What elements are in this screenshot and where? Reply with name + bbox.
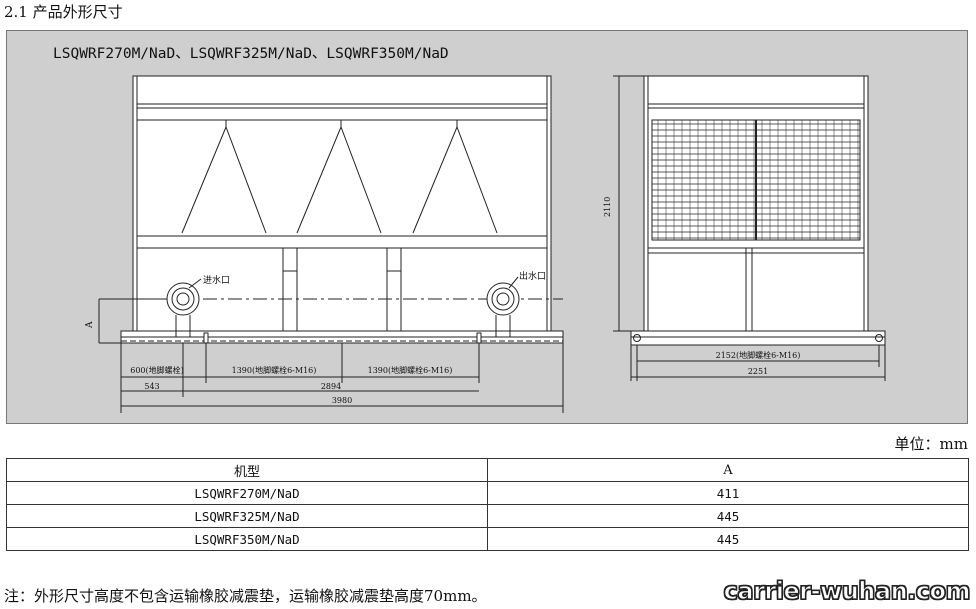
dim-2152-label: 2152(地脚螺栓6-M16) (716, 350, 801, 360)
dim-2251-label: 2251 (748, 367, 768, 376)
header-a: A (487, 458, 969, 482)
table-header-row: 机型 A (6, 458, 969, 482)
dimension-drawing: LSQWRF270M/NaD、LSQWRF325M/NaD、LSQWRF350M… (6, 30, 968, 424)
dim-a-label: A (85, 321, 95, 329)
unit-label: 单位：mm (894, 435, 968, 453)
dim-2110-label: 2110 (603, 197, 612, 217)
watermark-logo: carrier-wuhan.com (723, 576, 971, 605)
model-dimension-table: 机型 A LSQWRF270M/NaD 411 LSQWRF325M/NaD 4… (6, 458, 969, 551)
header-model: 机型 (6, 458, 488, 482)
dim-543-label: 543 (144, 382, 159, 391)
cell-a: 411 (487, 481, 969, 505)
dim-1390-right-label: 1390(地脚螺栓6-M16) (368, 365, 453, 375)
inlet-pipe-icon (166, 278, 202, 337)
dim-2894-label: 2894 (321, 382, 341, 391)
dim-1390-left-label: 1390(地脚螺栓6-M16) (232, 365, 317, 375)
cell-model: LSQWRF270M/NaD (6, 481, 488, 505)
inlet-label: 进水口 (203, 274, 230, 286)
outlet-label: 出水口 (519, 270, 546, 282)
front-view (98, 75, 564, 413)
cell-a: 445 (487, 527, 969, 551)
table-row: LSQWRF270M/NaD 411 (6, 481, 969, 505)
footnote: 注：外形尺寸高度不包含运输橡胶减震垫，运输橡胶减震垫高度70mm。 (4, 587, 487, 605)
dim-3980-label: 3980 (332, 396, 352, 405)
dim-600-label: 600(地脚螺栓) (130, 365, 184, 375)
cell-model: LSQWRF325M/NaD (6, 504, 488, 528)
outlet-pipe-icon (486, 276, 520, 337)
cell-a: 445 (487, 504, 969, 528)
louvre-grille (652, 120, 860, 240)
table-row: LSQWRF350M/NaD 445 (6, 527, 969, 551)
dimension-drawing-svg: LSQWRF270M/NaD、LSQWRF325M/NaD、LSQWRF350M… (53, 46, 886, 413)
side-view (613, 75, 886, 381)
models-caption: LSQWRF270M/NaD、LSQWRF325M/NaD、LSQWRF350M… (53, 46, 449, 62)
section-title: 2.1 产品外形尺寸 (4, 3, 123, 21)
table-row: LSQWRF325M/NaD 445 (6, 504, 969, 528)
cell-model: LSQWRF350M/NaD (6, 527, 488, 551)
